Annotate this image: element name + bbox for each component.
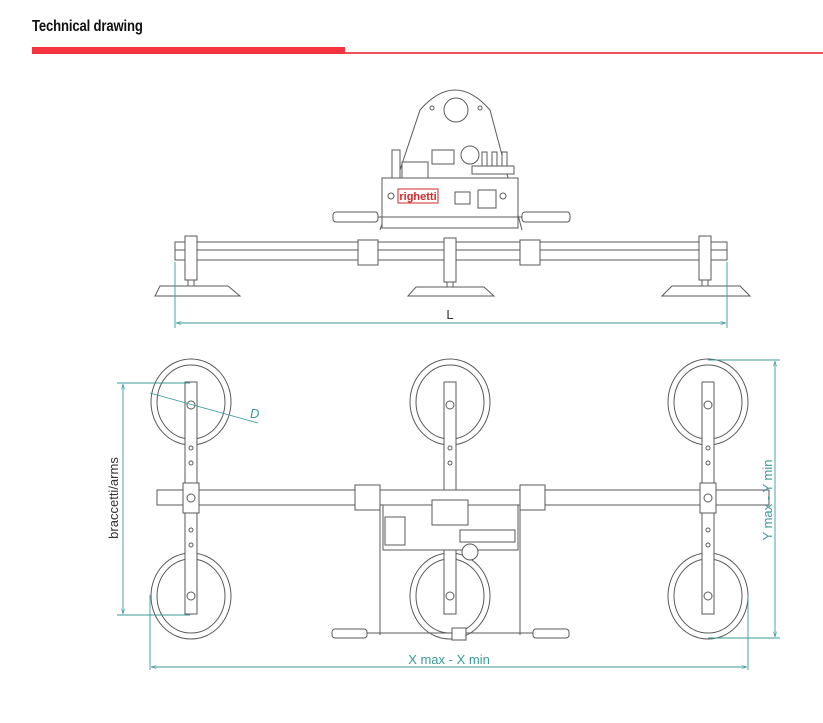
arm-clamp	[699, 482, 717, 514]
side-view: righetti L	[154, 89, 752, 328]
unit-component	[391, 149, 401, 179]
side-cup-left	[154, 235, 242, 297]
handle-connector	[451, 627, 467, 641]
unit-component	[431, 149, 455, 165]
valve-manifold	[459, 529, 516, 543]
side-cup-right	[660, 235, 752, 297]
logo-text: righetti	[399, 191, 436, 203]
arms-label: braccetti/arms	[106, 457, 121, 539]
filter	[477, 189, 497, 209]
beam-clamp	[357, 239, 379, 266]
beam-clamp	[519, 239, 541, 266]
unit-component	[401, 161, 429, 179]
top-view: D braccetti/arms Y max - Y min X max - X…	[106, 358, 780, 670]
righetti-logo: righetti	[397, 188, 439, 204]
handle-right	[521, 211, 571, 223]
vacuum-gauge	[460, 145, 480, 165]
bolt	[499, 192, 507, 200]
valve	[501, 151, 508, 167]
clamp-bolt	[186, 493, 196, 503]
handle-left	[332, 211, 379, 223]
bolt	[387, 192, 395, 200]
y-range-label: Y max - Y min	[760, 460, 775, 541]
bracket-hole	[477, 105, 483, 111]
section-title: Technical drawing	[32, 18, 143, 35]
unit-component	[384, 516, 406, 546]
unit-component	[431, 499, 469, 526]
unit-component	[454, 191, 471, 205]
bracket-hole	[429, 105, 435, 111]
arm-clamp	[182, 482, 200, 514]
diameter-dimension	[149, 392, 259, 424]
lifting-eye	[443, 97, 469, 123]
beam-clamp	[354, 484, 381, 511]
diameter-label: D	[250, 406, 259, 421]
vacuum-gauge	[461, 543, 479, 561]
clamp-bolt	[703, 493, 713, 503]
valve-manifold	[471, 165, 515, 175]
arm-holes	[186, 400, 713, 601]
lifting-bracket	[379, 89, 523, 231]
length-label: L	[446, 307, 453, 322]
valve	[491, 151, 498, 167]
side-cup-center	[406, 237, 496, 297]
beam-clamp	[519, 484, 546, 511]
title-underline-rule	[345, 52, 823, 54]
x-range-label: X max - X min	[408, 652, 490, 667]
handle-right-top	[532, 628, 570, 639]
valve	[481, 151, 488, 167]
handle-left-top	[331, 628, 368, 639]
title-underline-accent	[32, 47, 345, 54]
